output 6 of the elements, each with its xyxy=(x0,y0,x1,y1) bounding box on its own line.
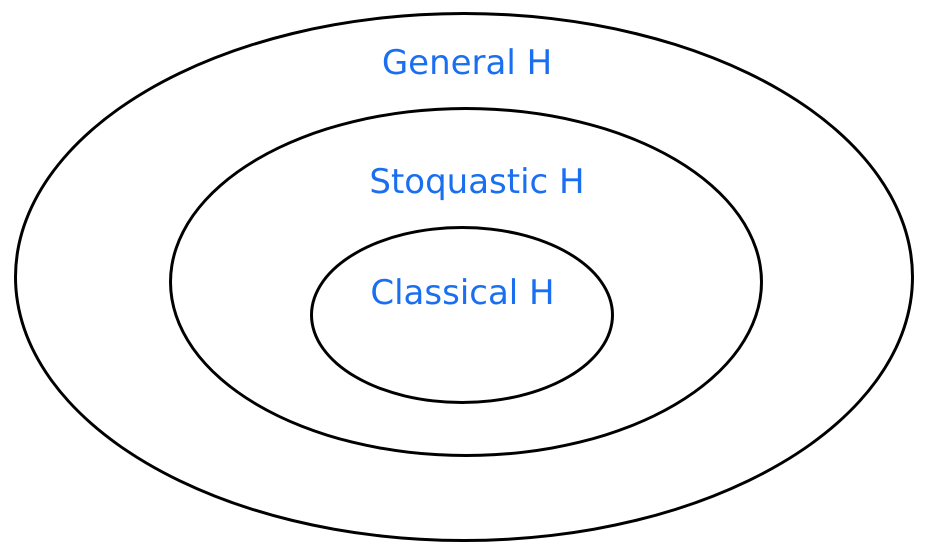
set-ellipse xyxy=(14,12,914,542)
set-label: General H xyxy=(380,42,554,85)
set-label: Classical H xyxy=(369,272,556,315)
set-ellipse xyxy=(310,226,614,404)
set-ellipse xyxy=(169,107,763,457)
set-label: Stoquastic H xyxy=(368,161,586,204)
